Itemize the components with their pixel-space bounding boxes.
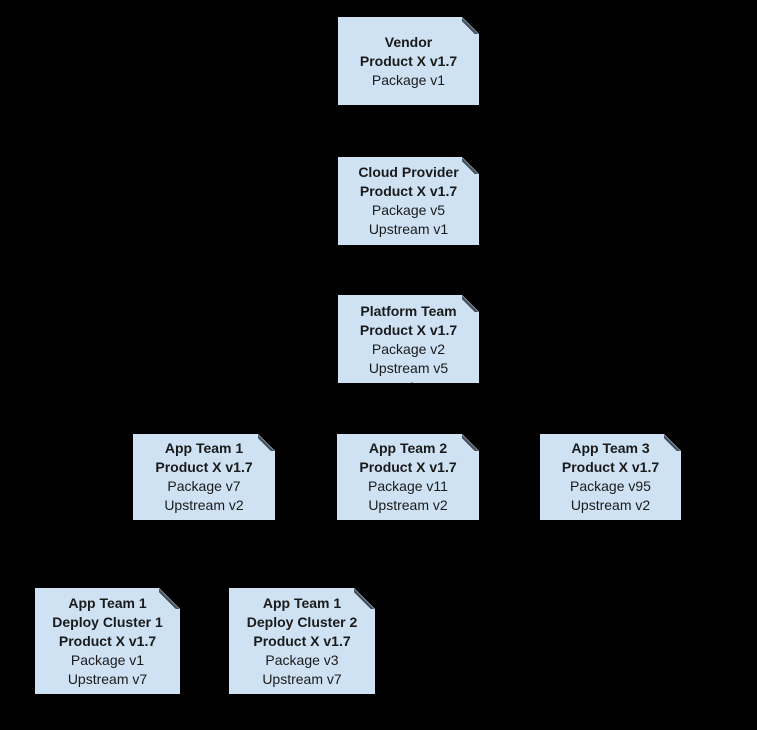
node-package-version: Package v11 <box>368 478 448 494</box>
node-package-version: Package v7 <box>167 478 241 494</box>
node-title: Vendor <box>384 33 433 50</box>
node-title: App Team 1 <box>68 594 147 611</box>
node-deploy-cluster-2-text: App Team 1 Deploy Cluster 2 Product X v1… <box>229 588 375 694</box>
node-upstream-version: Upstream v7 <box>67 670 148 687</box>
node-vendor-text: Vendor Product X v1.7 Package v1 <box>338 17 479 105</box>
node-subtitle: Deploy Cluster 2 <box>246 613 358 630</box>
node-package-version: Package v95 <box>570 478 651 494</box>
node-upstream-version: Upstream v2 <box>164 497 244 513</box>
node-app-team-1-deploy-cluster-2: App Team 1 Deploy Cluster 2 Product X v1… <box>229 588 375 694</box>
node-product-version: Product X v1.7 <box>561 459 660 475</box>
node-upstream-version: Upstream v2 <box>570 497 651 513</box>
node-product-version: Product X v1.7 <box>359 52 458 69</box>
node-app-team-2: App Team 2 Product X v1.7 Package v11 Up… <box>337 434 479 520</box>
node-title: App Team 1 <box>164 440 244 456</box>
node-deploy-cluster-1-text: App Team 1 Deploy Cluster 1 Product X v1… <box>35 588 180 694</box>
node-app-team-1-text: App Team 1 Product X v1.7 Package v7 Ups… <box>133 434 275 520</box>
node-platform-team-text: Platform Team Product X v1.7 Package v2 … <box>338 295 479 383</box>
node-package-version: Package v3 <box>265 651 339 668</box>
node-package-version: Package v1 <box>371 71 446 88</box>
node-cloud-provider: Cloud Provider Product X v1.7 Package v5… <box>338 157 479 245</box>
node-package-version: Package v1 <box>70 651 145 668</box>
node-clipped-overflow-line: v1 <box>401 379 416 395</box>
node-upstream-version: Upstream v7 <box>262 670 342 687</box>
node-app-team-1-deploy-cluster-1: App Team 1 Deploy Cluster 1 Product X v1… <box>35 588 180 694</box>
node-product-version: Product X v1.7 <box>359 183 458 199</box>
node-upstream-version: Upstream v2 <box>368 497 448 513</box>
node-subtitle: Deploy Cluster 1 <box>52 613 163 630</box>
node-upstream-version: Upstream v1 <box>368 221 449 237</box>
node-app-team-3: App Team 3 Product X v1.7 Package v95 Up… <box>540 434 681 520</box>
node-title: Cloud Provider <box>358 164 459 180</box>
node-title: App Team 2 <box>368 440 448 456</box>
node-app-team-1: App Team 1 Product X v1.7 Package v7 Ups… <box>133 434 275 520</box>
node-upstream-version: Upstream v5 <box>368 360 449 376</box>
node-package-version: Package v2 <box>371 341 446 357</box>
node-product-version: Product X v1.7 <box>359 459 457 475</box>
node-product-version: Product X v1.7 <box>155 459 253 475</box>
node-title: App Team 3 <box>571 440 650 456</box>
node-product-version: Product X v1.7 <box>359 322 458 338</box>
node-app-team-2-text: App Team 2 Product X v1.7 Package v11 Up… <box>337 434 479 520</box>
node-cloud-provider-text: Cloud Provider Product X v1.7 Package v5… <box>338 157 479 245</box>
node-platform-team: Platform Team Product X v1.7 Package v2 … <box>338 295 479 383</box>
node-package-version: Package v5 <box>371 202 446 218</box>
node-app-team-3-text: App Team 3 Product X v1.7 Package v95 Up… <box>540 434 681 520</box>
node-vendor: Vendor Product X v1.7 Package v1 <box>338 17 479 105</box>
node-title: Platform Team <box>360 303 457 319</box>
node-product-version: Product X v1.7 <box>58 632 157 649</box>
node-product-version: Product X v1.7 <box>253 632 351 649</box>
node-title: App Team 1 <box>262 594 342 611</box>
